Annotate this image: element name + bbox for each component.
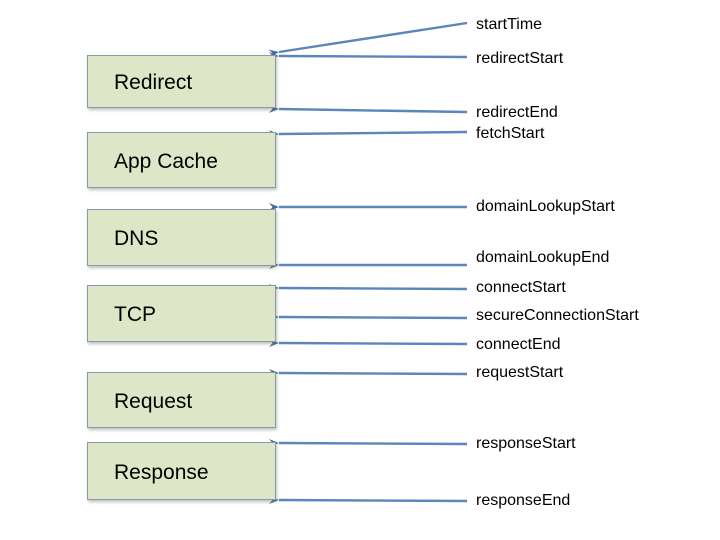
phase-box-request: Request: [87, 372, 276, 428]
phase-box-dns: DNS: [87, 209, 276, 266]
phase-label-response: Response: [114, 460, 209, 484]
phase-box-tcp: TCP: [87, 285, 276, 342]
arrow-responseStart: [268, 438, 468, 447]
arrow-requestStart: [268, 368, 468, 377]
phase-box-response: Response: [87, 442, 276, 500]
event-label-requestStart: requestStart: [476, 364, 564, 381]
phase-box-app-cache: App Cache: [87, 132, 276, 188]
arrow-redirectEnd: [268, 104, 468, 114]
arrow-redirectStart: [268, 51, 468, 60]
event-label-redirectStart: redirectStart: [476, 50, 564, 67]
event-label-secureConnectionStart: secureConnectionStart: [476, 307, 639, 324]
arrow-connectEnd: [268, 338, 468, 347]
event-label-connectEnd: connectEnd: [476, 336, 561, 353]
arrow-fetchStart: [268, 130, 468, 139]
arrow-startTime: [268, 21, 468, 58]
event-label-responseEnd: responseEnd: [476, 492, 571, 509]
phase-label-redirect: Redirect: [114, 71, 193, 94]
event-label-startTime: startTime: [476, 16, 543, 33]
event-label-connectStart: connectStart: [476, 279, 566, 296]
phase-label-dns: DNS: [114, 227, 159, 250]
phase-label-request: Request: [114, 389, 193, 413]
event-label-fetchStart: fetchStart: [476, 125, 545, 142]
event-label-domainLookupEnd: domainLookupEnd: [476, 249, 610, 266]
arrow-responseEnd: [268, 495, 468, 504]
arrow-connectStart: [268, 283, 468, 292]
arrow-secureConnectionStart: [268, 312, 468, 321]
event-label-domainLookupStart: domainLookupStart: [476, 198, 615, 215]
phase-box-redirect: Redirect: [87, 55, 276, 108]
event-label-responseStart: responseStart: [476, 435, 576, 452]
phase-label-app-cache: App Cache: [114, 149, 218, 173]
phase-label-tcp: TCP: [114, 303, 156, 326]
event-label-redirectEnd: redirectEnd: [476, 104, 558, 121]
